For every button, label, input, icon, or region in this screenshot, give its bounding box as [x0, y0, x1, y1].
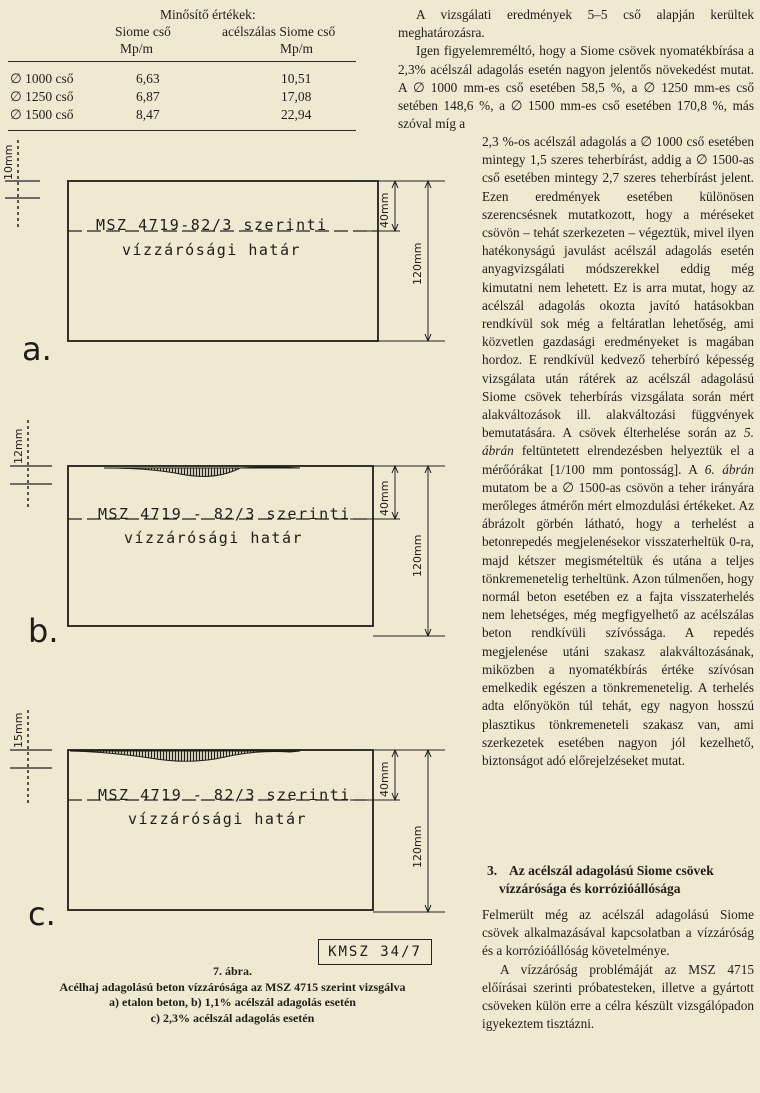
specimen-c — [67, 749, 374, 911]
figure-ref-6: 6. ábrán — [704, 461, 754, 477]
limit-label-b: MSZ 4719 - 82/3 szerinti — [98, 505, 351, 523]
limit-label-c: MSZ 4719 - 82/3 szerinti — [98, 786, 351, 804]
dim-40-a: 40mm — [378, 192, 391, 228]
dim-40-b: 40mm — [378, 480, 391, 516]
row-value-2: 22,94 — [281, 107, 312, 122]
penetration-zone-c — [69, 750, 301, 762]
dim-40-c: 40mm — [378, 761, 391, 797]
caption-line-3: c) 2,3% acélszál adagolás esetén — [150, 1010, 315, 1025]
limit-label-a: MSZ 4719-82/3 szerinti — [96, 216, 328, 234]
row-value-1: 8,47 — [136, 107, 160, 122]
paragraph-4: A vízzáróság problémáját az MSZ 4715 elő… — [482, 961, 754, 1032]
caption-line-1: Acélhaj adagolású beton vízzárósága az M… — [59, 979, 406, 994]
paragraph-1: A vizsgálati eredmények 5–5 cső alapján … — [398, 7, 754, 41]
text-column-lower: 2,3 %-os acélszál adagolás a ∅ 1000 cső … — [482, 133, 754, 770]
panel-c — [10, 710, 445, 914]
figure-caption: 7. ábra. Acélhaj adagolású beton vízzáró… — [20, 964, 445, 1026]
limit-sub-a: vízzárósági határ — [122, 241, 302, 259]
text-column-section3: Felmerült még az acélszál adagolású Siom… — [482, 906, 754, 1033]
figure-ref-5: 5. ábrán — [482, 425, 755, 459]
caption-title: 7. ábra. — [213, 964, 252, 978]
figure-drawing — [5, 140, 445, 914]
table-row: ∅ 1250 cső 6,87 17,08 — [8, 89, 358, 107]
dim-120-a: 120mm — [411, 242, 424, 285]
table-title: Minősítő értékek: — [160, 7, 256, 22]
text-column-upper: A vizsgálati eredmények 5–5 cső alapján … — [398, 6, 754, 133]
penetration-zone-b — [103, 466, 301, 477]
table-col2-unit: Mp/m — [280, 41, 314, 56]
table-col1-name: Siome cső — [115, 24, 171, 39]
row-label: ∅ 1500 cső — [10, 107, 74, 122]
table-col2-name: acélszálas Siome cső — [222, 24, 336, 39]
section-title-line-1: Az acélszál adagolású Siome csövek — [509, 863, 714, 878]
table-row: ∅ 1000 cső 6,63 10,51 — [8, 71, 358, 89]
table-col1-unit: Mp/m — [120, 41, 154, 56]
row-value-1: 6,87 — [136, 89, 160, 104]
panel-b — [10, 420, 445, 638]
section-heading: 3. Az acélszál adagolású Siome csövek víz… — [487, 862, 757, 898]
row-label: ∅ 1250 cső — [10, 89, 74, 104]
drawing-stamp: KMSZ 34/7 — [318, 939, 432, 965]
caption-line-2: a) etalon beton, b) 1,1% acélszál adagol… — [109, 995, 356, 1009]
specimen-a — [67, 180, 379, 342]
panel-letter-c: c. — [28, 895, 56, 933]
panel-a — [5, 140, 445, 343]
section-title-line-2: vízzárósága és korrózióállósága — [499, 881, 681, 896]
table-row: ∅ 1500 cső 8,47 22,94 — [8, 107, 358, 125]
panel-letter-b: b. — [28, 612, 59, 650]
depth-label-c: 15mm — [12, 712, 25, 748]
section-number: 3. — [487, 863, 498, 878]
paragraph-2a: Igen figyelemreméltó, hogy a Siome csöve… — [398, 43, 754, 132]
table-bottom-rule — [8, 130, 356, 131]
row-value-2: 10,51 — [281, 71, 312, 86]
limit-sub-c: vízzárósági határ — [128, 810, 308, 828]
row-value-1: 6,63 — [136, 71, 160, 86]
depth-label-b: 12mm — [12, 428, 25, 464]
table-header-rule — [8, 61, 356, 62]
paragraph-2b: 2,3 %-os acélszál adagolás a ∅ 1000 cső … — [482, 134, 755, 768]
paragraph-3: Felmerült még az acélszál adagolású Siom… — [482, 907, 754, 959]
limit-sub-b: vízzárósági határ — [124, 529, 304, 547]
row-value-2: 17,08 — [281, 89, 312, 104]
dim-120-b: 120mm — [411, 534, 424, 577]
specimen-b — [67, 465, 374, 627]
row-label: ∅ 1000 cső — [10, 71, 74, 86]
dim-120-c: 120mm — [411, 825, 424, 868]
depth-label-a: 10mm — [2, 144, 15, 180]
panel-letter-a: a. — [22, 330, 52, 368]
